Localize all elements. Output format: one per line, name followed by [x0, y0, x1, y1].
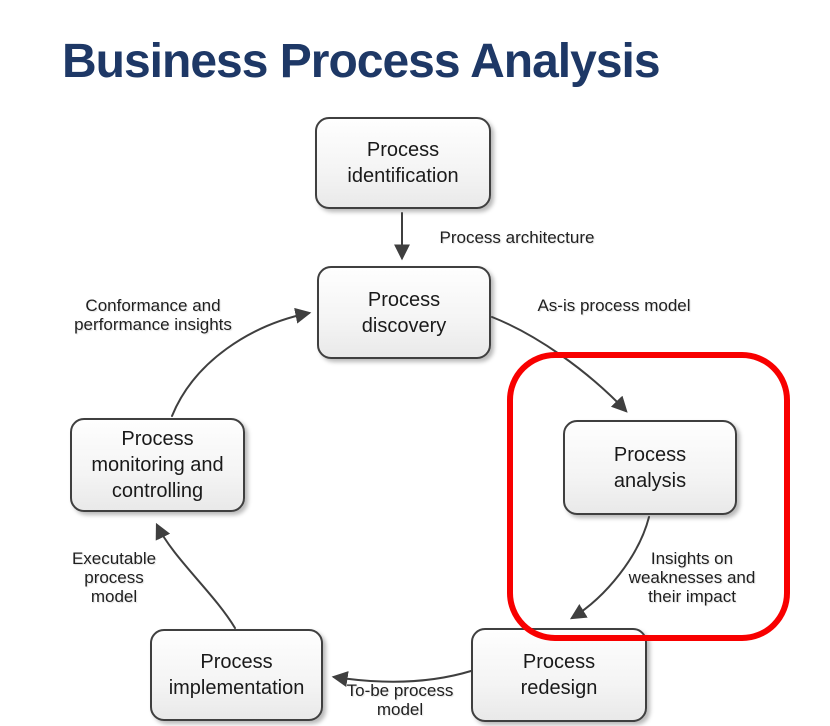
edge-label-executable-process-model: Executable process model — [71, 549, 157, 606]
node-process-identification: Process identification — [315, 117, 491, 209]
node-label: Process identification — [347, 139, 459, 187]
node-process-monitoring-and-controlling: Process monitoring and controlling — [70, 418, 245, 512]
node-process-implementation: Process implementation — [150, 629, 323, 721]
edge-label-conformance-insights: Conformance and performance insights — [74, 296, 232, 334]
edge-label-to-be-process-model: To-be process model — [346, 681, 454, 719]
arrow-implementation-to-monitoring — [155, 522, 236, 629]
node-label: Process discovery — [361, 288, 447, 337]
highlight-box-process-analysis — [507, 352, 790, 641]
node-label: Process monitoring and controlling — [91, 428, 224, 502]
node-label: Process implementation — [168, 651, 305, 699]
node-label: Process redesign — [520, 651, 598, 699]
edge-label-process-architecture: Process architecture — [439, 228, 595, 247]
node-process-analysis: Process analysis — [563, 420, 737, 515]
edge-label-as-is-process-model: As-is process model — [537, 296, 691, 315]
node-process-redesign: Process redesign — [471, 628, 647, 722]
page-title: Business Process Analysis — [62, 35, 661, 89]
edge-label-insights-on-weaknesses: Insights on weaknesses and their impact — [628, 549, 756, 606]
node-label: Process analysis — [613, 443, 687, 492]
node-process-discovery: Process discovery — [317, 266, 491, 359]
